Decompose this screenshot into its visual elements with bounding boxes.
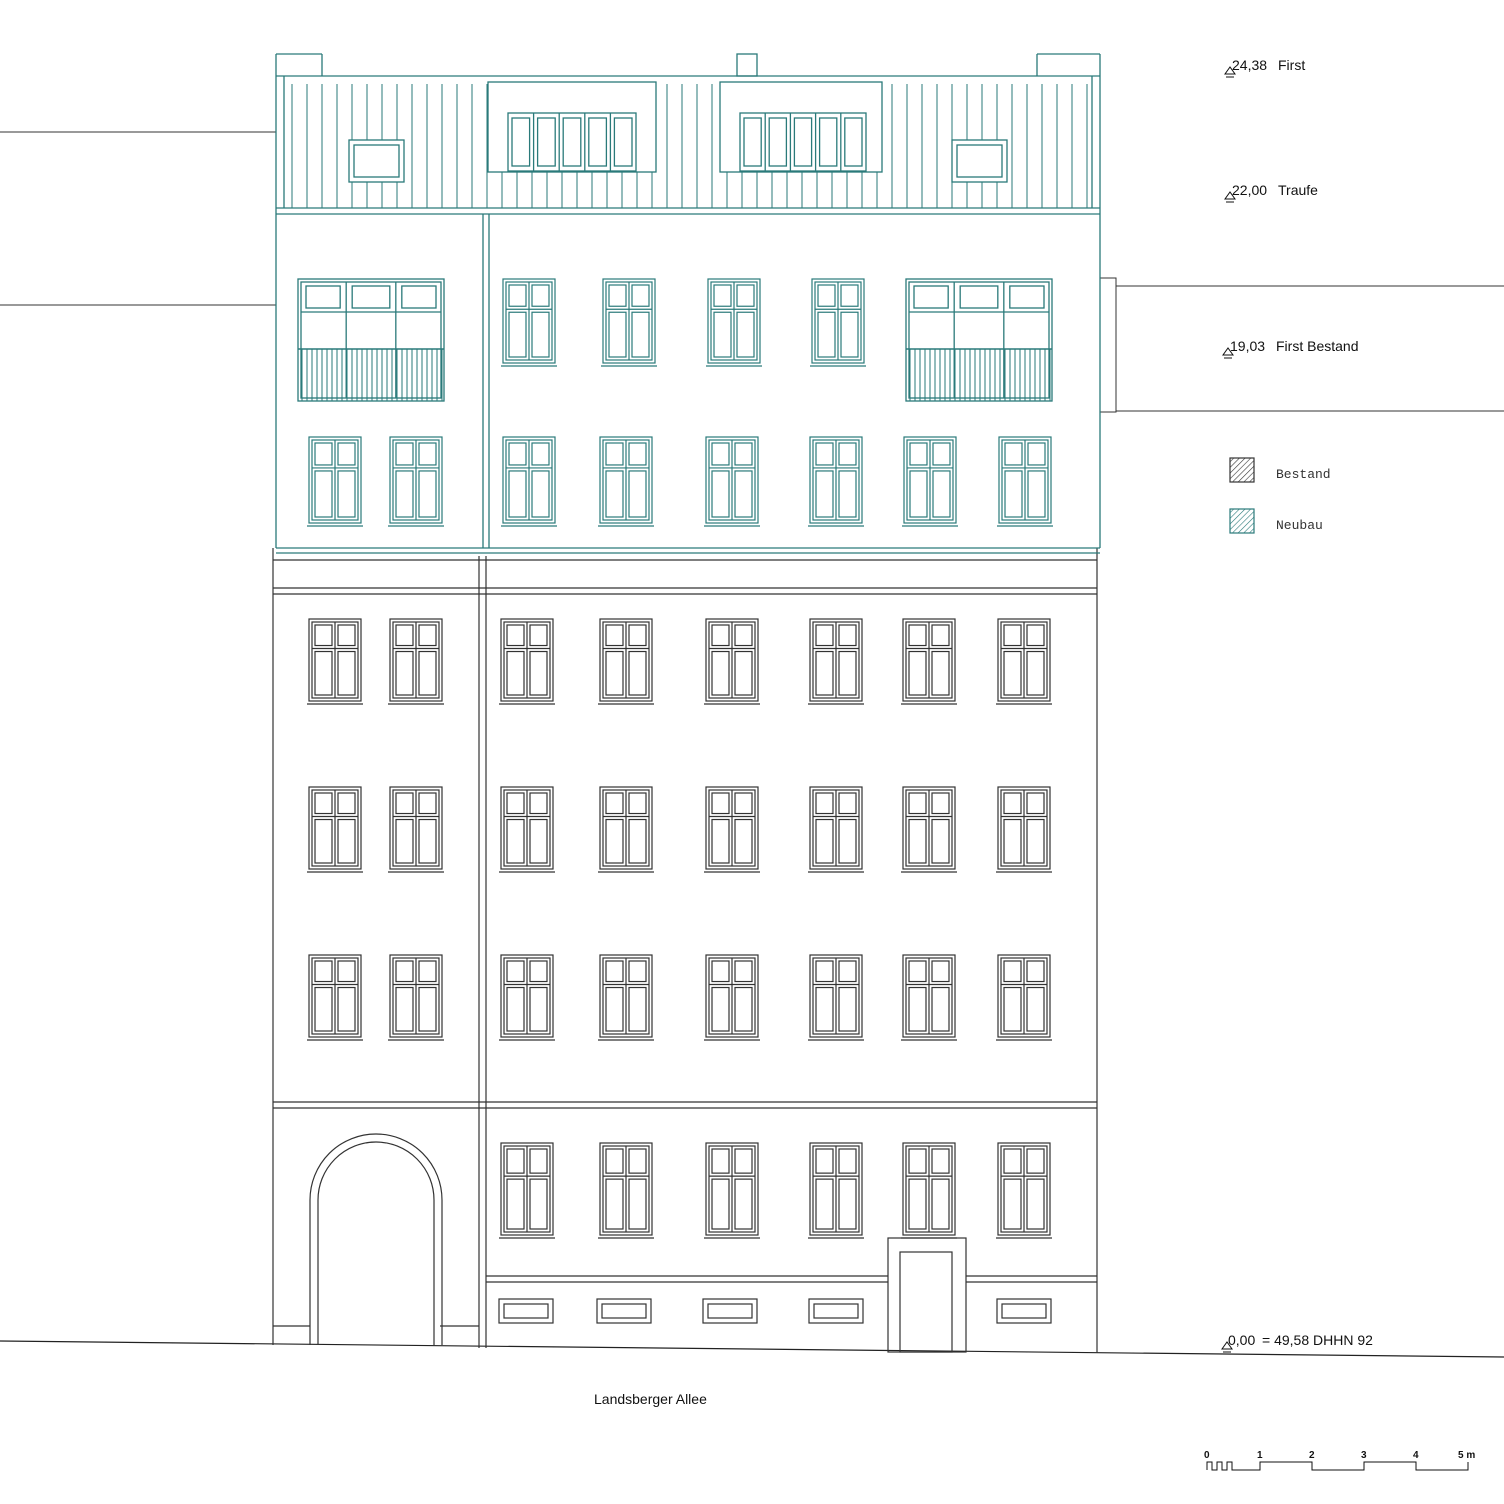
window-bestand — [901, 618, 957, 705]
scale-tick-5: 5 m — [1458, 1450, 1475, 1461]
bestand-windows — [307, 618, 1052, 1239]
legend-label-neubau: Neubau — [1276, 518, 1323, 533]
window-bestand-ground — [598, 1142, 654, 1239]
scale-bar: 0 1 2 3 4 5 m — [1204, 1450, 1475, 1471]
roof-window — [951, 139, 1008, 183]
french-balcony — [906, 348, 1052, 401]
basement-window — [808, 1298, 864, 1324]
window-neubau — [902, 436, 958, 527]
basement-window — [596, 1298, 652, 1324]
window-bestand — [901, 786, 957, 873]
basement-window — [996, 1298, 1052, 1324]
level-value-traufe: 22,00 — [1232, 182, 1267, 198]
window-bestand — [499, 954, 555, 1041]
window-bestand — [808, 618, 864, 705]
window-bestand — [808, 954, 864, 1041]
window-bestand-ground — [808, 1142, 864, 1239]
neubau-structure — [275, 53, 1101, 554]
window-neubau — [808, 436, 864, 527]
scale-tick-0: 0 — [1204, 1450, 1210, 1461]
window-bestand — [996, 786, 1052, 873]
window-bestand — [808, 786, 864, 873]
ground-line — [0, 1340, 1504, 1358]
window-bestand — [704, 954, 760, 1041]
window-bestand — [704, 618, 760, 705]
window-bestand — [388, 618, 444, 705]
neighbour-outlines — [0, 131, 1504, 413]
level-label-first-bestand: First Bestand — [1276, 338, 1358, 354]
balcony-window — [905, 278, 1053, 402]
french-balconies — [298, 348, 1052, 401]
window-neubau — [601, 278, 657, 367]
window-neubau — [307, 436, 363, 527]
window-bestand — [307, 618, 363, 705]
scale-tick-4: 4 — [1413, 1450, 1419, 1461]
window-neubau — [501, 436, 557, 527]
window-neubau — [598, 436, 654, 527]
window-bestand-ground — [996, 1142, 1052, 1239]
window-bestand — [996, 954, 1052, 1041]
bestand-structure — [272, 548, 1098, 1353]
legend-swatch-neubau — [1229, 508, 1255, 534]
neubau-windows — [297, 278, 1053, 527]
window-bestand-ground — [499, 1142, 555, 1239]
level-label-ground: = 49,58 DHHN 92 — [1262, 1332, 1373, 1348]
balcony-window — [297, 278, 445, 402]
dormer-windows — [507, 112, 867, 172]
level-marker-ground: 0,00 = 49,58 DHHN 92 — [1221, 1332, 1373, 1353]
scale-tick-3: 3 — [1361, 1450, 1367, 1461]
roof-windows — [348, 139, 1008, 183]
window-bestand — [901, 954, 957, 1041]
window-bestand — [704, 786, 760, 873]
window-bestand — [499, 786, 555, 873]
level-label-first: First — [1278, 57, 1305, 73]
window-bestand — [388, 954, 444, 1041]
window-bestand — [307, 786, 363, 873]
window-bestand — [499, 618, 555, 705]
window-bestand-ground — [901, 1142, 957, 1239]
window-bestand — [996, 618, 1052, 705]
legend: Bestand Neubau — [1229, 457, 1331, 534]
window-neubau — [706, 278, 762, 367]
scale-tick-1: 1 — [1257, 1450, 1263, 1461]
window-bestand — [598, 954, 654, 1041]
basement-window — [498, 1298, 554, 1324]
dormer-window — [739, 112, 867, 172]
window-bestand — [598, 618, 654, 705]
level-value-first-bestand: 19,03 — [1230, 338, 1265, 354]
window-bestand-ground — [704, 1142, 760, 1239]
scale-tick-2: 2 — [1309, 1450, 1315, 1461]
street-name: Landsberger Allee — [594, 1391, 707, 1407]
level-value-first: 24,38 — [1232, 57, 1267, 73]
window-neubau — [501, 278, 557, 367]
window-bestand — [598, 786, 654, 873]
french-balcony — [298, 348, 444, 401]
window-neubau — [704, 436, 760, 527]
window-bestand — [388, 786, 444, 873]
level-label-traufe: Traufe — [1278, 182, 1318, 198]
level-value-ground: 0,00 — [1228, 1332, 1255, 1348]
dormer-window — [507, 112, 637, 172]
level-marker-traufe: 22,00 Traufe — [1224, 182, 1318, 203]
roof-window — [348, 139, 405, 183]
window-bestand — [307, 954, 363, 1041]
window-neubau — [997, 436, 1053, 527]
legend-swatch-bestand — [1229, 457, 1255, 483]
window-neubau — [810, 278, 866, 367]
legend-label-bestand: Bestand — [1276, 467, 1331, 482]
basement-windows — [498, 1298, 1052, 1324]
level-marker-first-bestand: 19,03 First Bestand — [1222, 338, 1358, 359]
window-neubau — [388, 436, 444, 527]
level-marker-first: 24,38 First — [1224, 57, 1305, 78]
basement-window — [702, 1298, 758, 1324]
